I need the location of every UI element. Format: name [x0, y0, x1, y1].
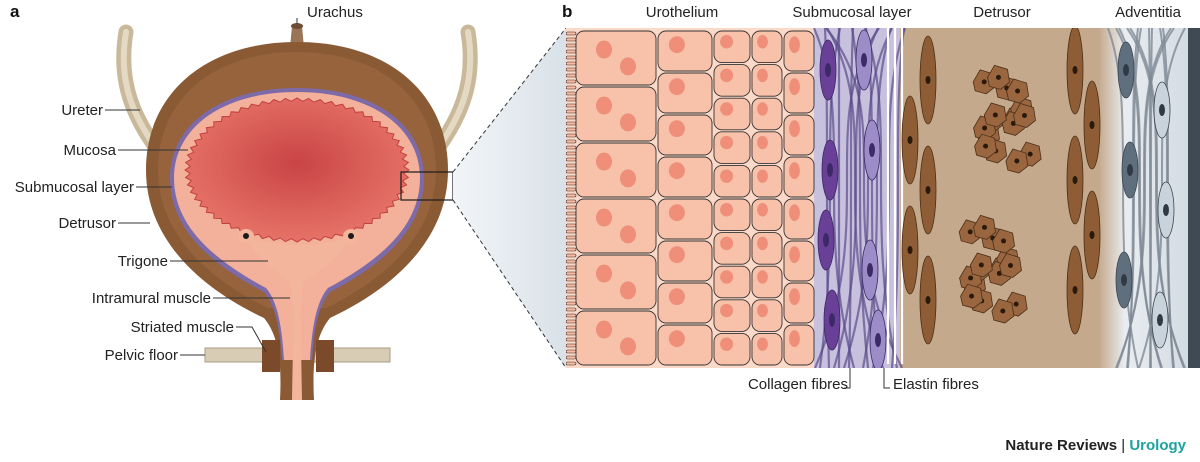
panel-a: a — [10, 2, 478, 400]
credit-journal: Urology — [1129, 437, 1186, 454]
urothelial-cell — [783, 156, 815, 198]
urothelial-cell — [783, 324, 815, 366]
urothelial-cell — [575, 30, 657, 86]
credit-publisher: Nature Reviews — [1005, 437, 1118, 454]
label-trigone: Trigone — [118, 253, 168, 270]
credit-separator: | — [1117, 437, 1130, 454]
panel-a-letter: a — [10, 2, 20, 21]
label-striated-muscle: Striated muscle — [131, 319, 234, 336]
urothelial-cell — [751, 232, 783, 265]
urothelial-cell — [783, 282, 815, 324]
panel-b-letter: b — [562, 2, 572, 21]
urothelial-cell — [657, 156, 713, 198]
urothelial-cell — [751, 131, 783, 164]
heading-urothelium: Urothelium — [646, 4, 719, 21]
urothelial-cell — [751, 299, 783, 332]
urothelial-cell — [575, 254, 657, 310]
urothelial-cell — [657, 324, 713, 366]
urothelial-cell — [657, 282, 713, 324]
urothelial-cell — [575, 198, 657, 254]
heading-submucosal-layer: Submucosal layer — [792, 4, 911, 21]
detrusor-muscle-cells — [901, 28, 1101, 345]
label-collagen-fibres: Collagen fibres — [748, 376, 848, 393]
urothelial-cell — [713, 299, 751, 332]
urothelial-cell — [657, 240, 713, 282]
label-intramural-muscle: Intramural muscle — [92, 290, 211, 307]
urothelial-cell — [783, 114, 815, 156]
urothelial-cell — [751, 30, 783, 64]
urothelial-cell — [783, 72, 815, 114]
urothelial-cell — [713, 332, 751, 366]
panel-b: b Urothelium Submucosal layer Detrusor A… — [562, 2, 1200, 393]
urothelium-cells — [566, 30, 815, 366]
label-elastin-fibres: Elastin fibres — [893, 376, 979, 393]
serosa-edge — [1188, 28, 1200, 368]
urothelial-cell — [713, 131, 751, 164]
urothelial-cell — [713, 30, 751, 64]
urothelial-cell — [713, 198, 751, 232]
urothelial-cell — [713, 265, 751, 299]
ureteric-orifice-right — [348, 233, 354, 239]
label-pelvic-floor: Pelvic floor — [105, 347, 178, 364]
urothelial-cell — [713, 232, 751, 265]
urothelial-cell — [575, 310, 657, 366]
urothelial-cell — [657, 72, 713, 114]
striated-muscle — [262, 340, 280, 372]
urethra — [292, 290, 302, 400]
urothelial-cell — [751, 97, 783, 131]
label-ureter: Ureter — [61, 102, 103, 119]
urothelial-cell — [575, 142, 657, 198]
submucosal-fibres — [812, 28, 907, 368]
heading-adventitia: Adventitia — [1115, 4, 1182, 21]
ureteric-orifice-left — [243, 233, 249, 239]
urothelial-cell — [751, 198, 783, 232]
urothelial-cell — [751, 64, 783, 97]
urothelial-cell — [751, 332, 783, 366]
urothelial-cell — [657, 114, 713, 156]
journal-credit: Nature Reviews | Urology — [1005, 437, 1186, 454]
urothelial-cell — [657, 30, 713, 72]
urothelial-cell — [751, 265, 783, 299]
label-detrusor: Detrusor — [58, 215, 116, 232]
urothelial-cell — [783, 240, 815, 282]
label-submucosal-layer: Submucosal layer — [15, 179, 134, 196]
adventitia-tissue — [1107, 28, 1186, 368]
label-urachus: Urachus — [307, 4, 363, 21]
urothelial-cell — [751, 164, 783, 198]
zoom-connector — [452, 27, 567, 369]
urothelial-cell — [783, 198, 815, 240]
heading-detrusor: Detrusor — [973, 4, 1031, 21]
label-mucosa: Mucosa — [63, 142, 116, 159]
urothelial-cell — [657, 198, 713, 240]
urothelial-cell — [713, 164, 751, 198]
urothelial-cell — [713, 97, 751, 131]
urothelial-cell — [783, 30, 815, 72]
urothelial-cell — [713, 64, 751, 97]
urothelial-cell — [575, 86, 657, 142]
